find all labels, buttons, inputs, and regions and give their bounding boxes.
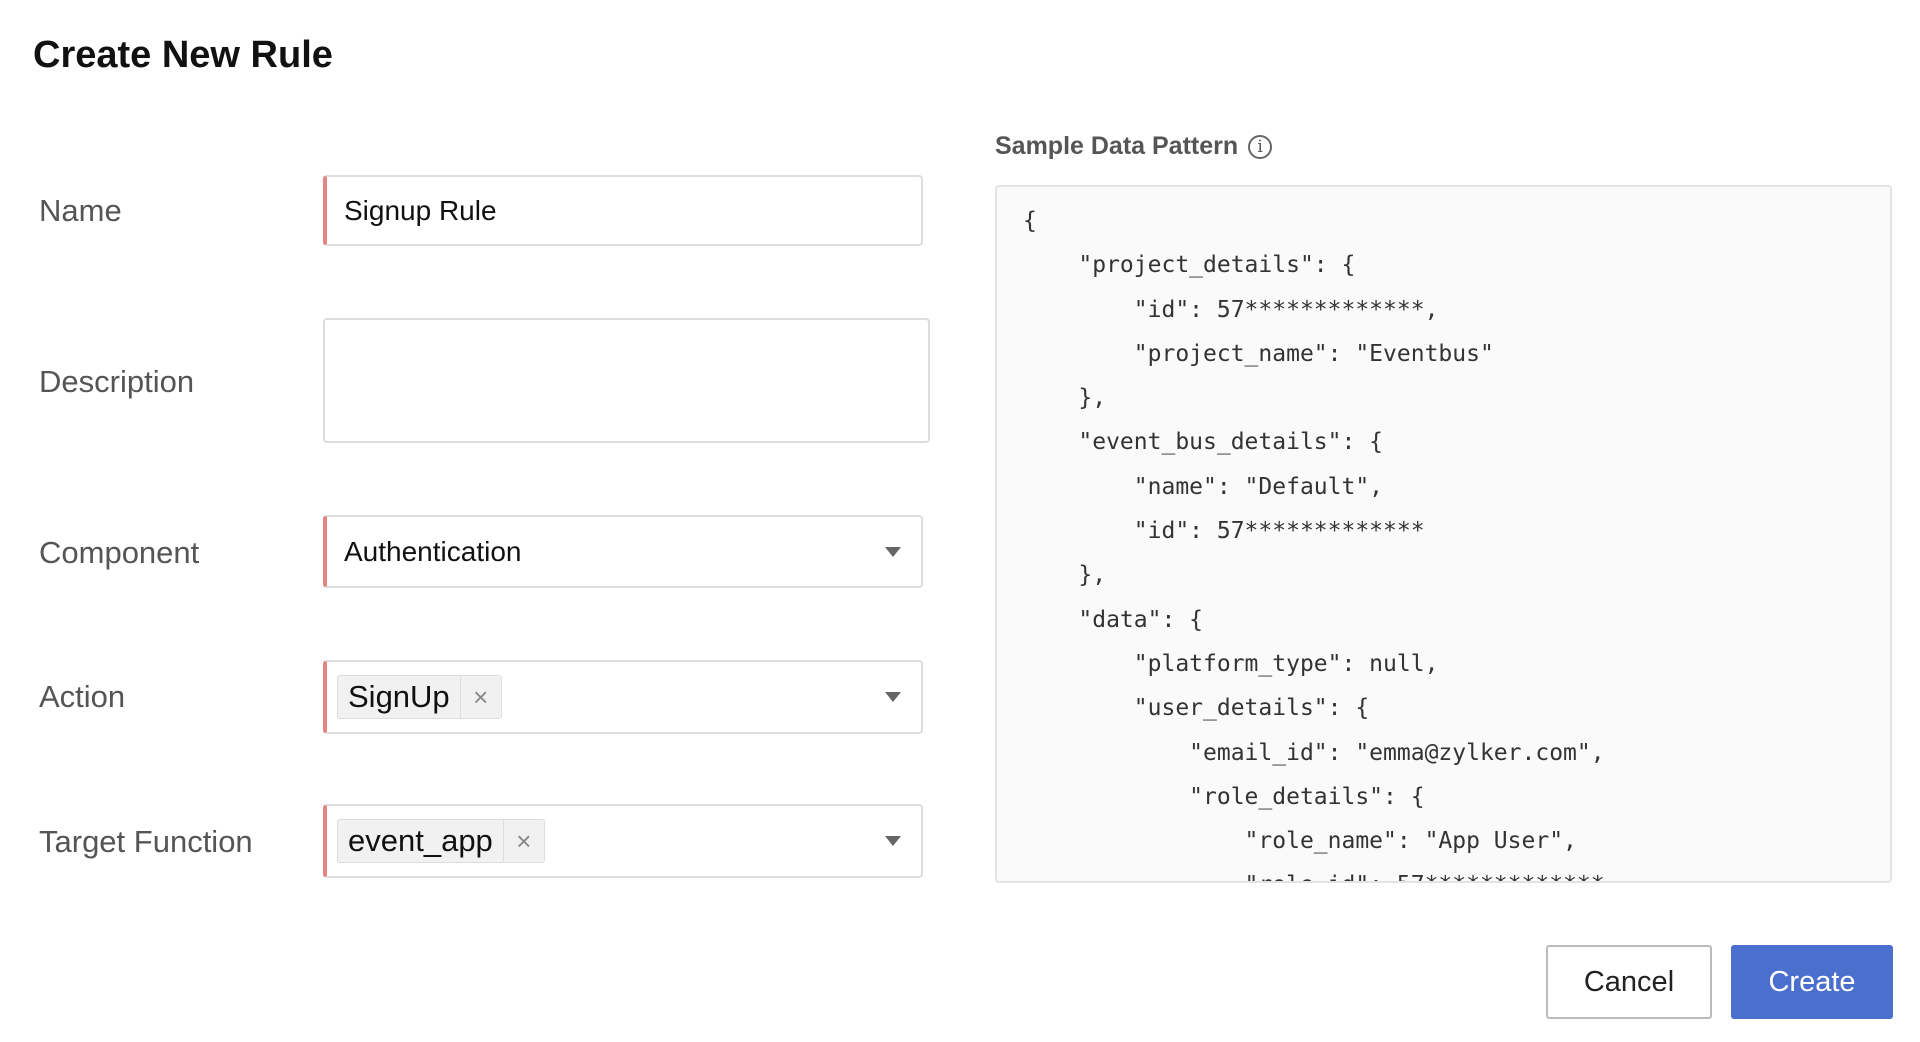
chevron-down-icon[interactable]	[885, 692, 901, 702]
code-line: "project_details": {	[1023, 252, 1356, 279]
target-function-chip: event_app ×	[337, 819, 545, 863]
code-line: "role_details": {	[1023, 783, 1425, 810]
description-label: Description	[39, 364, 195, 399]
code-line: "id": 57*************	[1023, 518, 1425, 545]
code-line: {	[1023, 208, 1037, 234]
sample-data-code[interactable]: { "project_details": { "id": 57*********…	[995, 185, 1892, 883]
info-icon[interactable]: i	[1248, 134, 1273, 159]
component-select[interactable]: Authentication	[323, 515, 923, 588]
code-line: "email_id": "emma@zylker.com",	[1023, 739, 1605, 766]
code-line: "name": "Default",	[1023, 473, 1384, 500]
create-button[interactable]: Create	[1731, 945, 1893, 1019]
action-label: Action	[39, 679, 126, 714]
code-line: "project_name": "Eventbus"	[1023, 340, 1494, 367]
code-line: "data": {	[1023, 606, 1204, 633]
target-function-chip-label: event_app	[348, 823, 493, 858]
code-line: "id": 57*************,	[1023, 296, 1439, 323]
target-function-label: Target Function	[39, 824, 253, 859]
code-line: "event_bus_details": {	[1023, 429, 1384, 456]
action-chip: SignUp ×	[337, 675, 502, 719]
chevron-down-icon[interactable]	[885, 836, 901, 846]
code-line: },	[1023, 385, 1107, 412]
code-line: },	[1023, 562, 1107, 589]
code-line: "role_id": 57*************	[1023, 863, 1890, 881]
sample-data-label: Sample Data Pattern	[995, 132, 1239, 160]
code-line: "user_details": {	[1023, 695, 1370, 722]
action-select[interactable]: SignUp ×	[323, 660, 923, 734]
cancel-button[interactable]: Cancel	[1546, 945, 1712, 1019]
description-input[interactable]	[323, 318, 930, 443]
code-line: "role_name": "App User",	[1023, 828, 1577, 855]
component-label: Component	[39, 535, 200, 570]
close-icon[interactable]: ×	[502, 820, 544, 862]
sample-data-heading: Sample Data Pattern i	[995, 132, 1273, 161]
page-title: Create New Rule	[33, 34, 333, 76]
code-line: "platform_type": null,	[1023, 650, 1439, 677]
action-chip-label: SignUp	[348, 679, 450, 714]
name-input[interactable]: Signup Rule	[323, 175, 923, 246]
target-function-select[interactable]: event_app ×	[323, 804, 923, 878]
component-value: Authentication	[344, 535, 522, 567]
chevron-down-icon[interactable]	[885, 546, 901, 557]
name-label: Name	[39, 193, 122, 228]
close-icon[interactable]: ×	[459, 676, 501, 718]
